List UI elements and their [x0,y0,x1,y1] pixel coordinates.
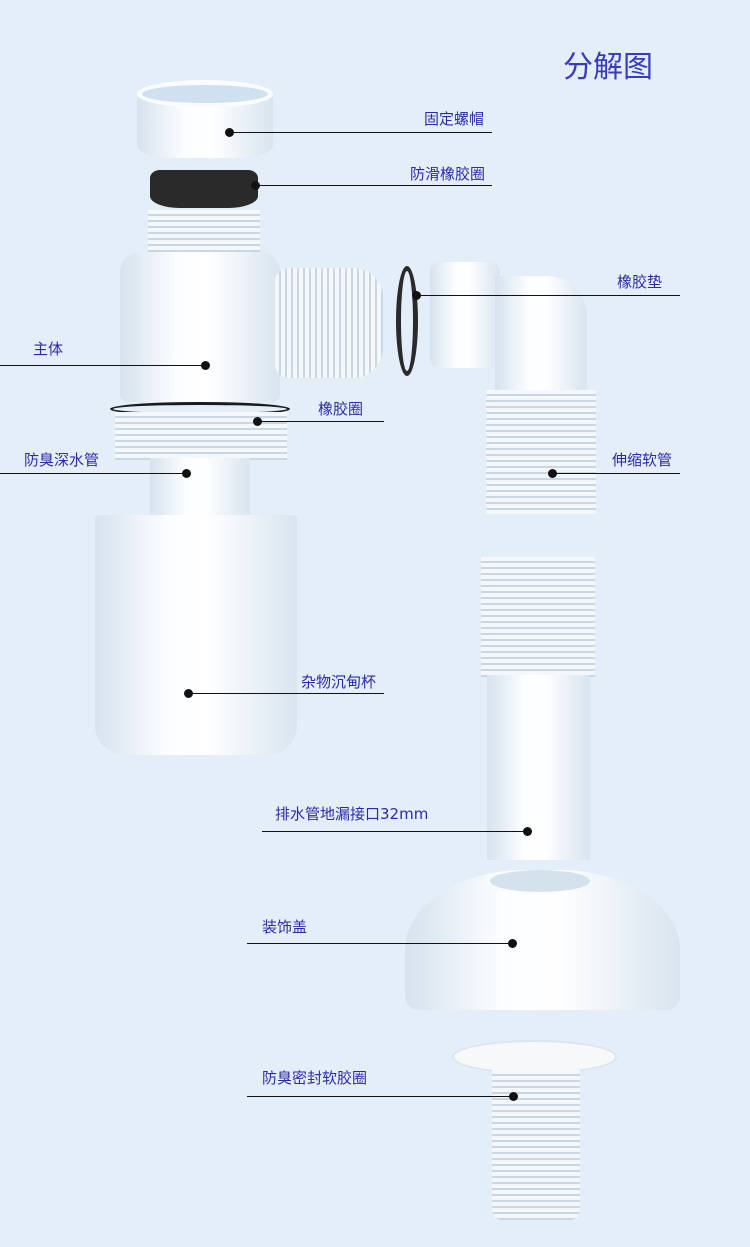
decorative-cover-part [405,870,680,1010]
debris-cup-part [95,515,297,755]
label-debris-cup: 杂物沉甸杯 [301,673,377,691]
callout-dot [548,469,557,478]
callout-dot [509,1092,518,1101]
leader-line [416,295,680,296]
label-body: 主体 [33,340,64,358]
elbow-part [495,276,587,396]
label-rubber-ring: 橡胶圈 [318,400,364,418]
fixing-nut-top [137,80,273,108]
anti-slip-ring-part [150,170,258,208]
callout-dot [523,827,532,836]
label-deep-water-pipe: 防臭深水管 [24,451,100,469]
leader-line [0,365,205,366]
flex-hose-part [486,390,596,514]
callout-dot [201,361,210,370]
leader-line [247,943,512,944]
leader-line [229,132,492,133]
body-part [120,252,280,402]
flex-hose-lower [481,557,595,677]
leader-line [255,185,492,186]
decorative-cover-hole [490,870,590,892]
callout-dot [253,417,262,426]
callout-dot [184,689,193,698]
seal-ring-part [492,1070,580,1220]
label-flex-hose: 伸缩软管 [612,451,673,469]
drain-connector-part [487,675,590,860]
leader-line [552,473,680,474]
leader-line [262,831,527,832]
callout-dot [225,128,234,137]
label-drain-connector: 排水管地漏接口32mm [275,805,429,823]
rubber-gasket-part [396,266,418,376]
leader-line [247,1096,513,1097]
label-anti-slip-ring: 防滑橡胶圈 [410,165,486,183]
callout-dot [182,469,191,478]
callout-dot [412,291,421,300]
seal-ring-flange [452,1040,617,1074]
body-thread-top [148,210,260,258]
label-cover: 装饰盖 [262,918,308,936]
label-rubber-gasket: 橡胶垫 [617,273,663,291]
leader-line [188,693,384,694]
elbow-nut [430,262,500,368]
deep-water-pipe-part [150,458,250,518]
leader-line [257,421,384,422]
callout-dot [251,181,260,190]
callout-dot [508,939,517,948]
diagram-title: 分解图 [563,50,653,85]
leader-line [0,473,186,474]
body-side-outlet [275,268,383,378]
label-fixing-nut: 固定螺帽 [424,110,485,128]
label-seal-ring: 防臭密封软胶圈 [262,1069,368,1087]
